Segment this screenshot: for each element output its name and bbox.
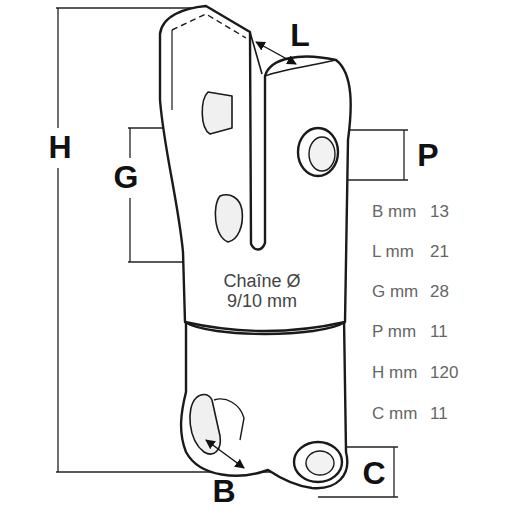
dimension-letter: G (111, 158, 142, 197)
spec-label: P mm (372, 323, 416, 342)
spec-label: H mm (372, 364, 417, 383)
spec-value: 28 (430, 283, 449, 302)
spec-label: L mm (372, 243, 414, 262)
dimension-letter: C (359, 454, 388, 493)
chain-size-note: Chaîne Ø 9/10 mm (212, 272, 312, 312)
spec-value: 21 (430, 243, 449, 262)
swivel-body (160, 6, 351, 488)
spec-label: C mm (372, 405, 417, 424)
dimension-letter: P (417, 138, 438, 173)
spec-value: 11 (430, 405, 448, 424)
dimension-letter: B (212, 474, 235, 509)
spec-value: 11 (430, 323, 448, 342)
dimension-letter: H (45, 128, 74, 167)
dimension-arrows (206, 42, 296, 468)
spec-value: 120 (430, 364, 458, 383)
dimension-letter: L (290, 18, 310, 53)
spec-label: G mm (372, 283, 418, 302)
spec-value: 13 (430, 203, 449, 222)
spec-label: B mm (372, 203, 416, 222)
